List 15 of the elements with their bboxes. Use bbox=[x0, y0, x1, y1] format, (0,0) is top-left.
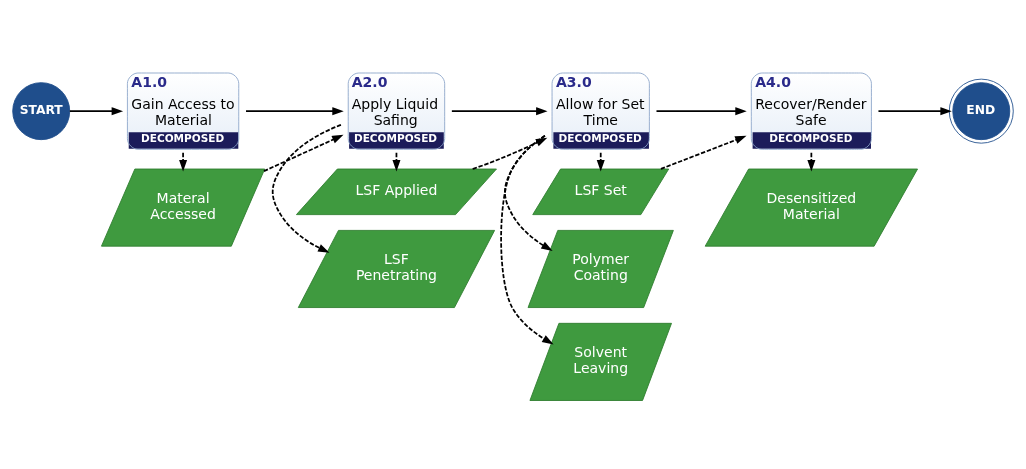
arrow bbox=[245, 106, 344, 115]
arrow bbox=[179, 151, 188, 171]
arrow bbox=[263, 134, 344, 172]
node-circle: START bbox=[12, 81, 71, 140]
arrow bbox=[660, 135, 747, 170]
arrow bbox=[500, 134, 554, 344]
arrow bbox=[392, 151, 401, 171]
arrow bbox=[271, 123, 342, 253]
arrow bbox=[877, 106, 952, 115]
arrow bbox=[807, 151, 816, 171]
arrow bbox=[471, 137, 548, 170]
arrow bbox=[596, 151, 605, 171]
arrow bbox=[655, 106, 747, 115]
arrow bbox=[451, 106, 548, 115]
arrow bbox=[68, 106, 124, 115]
